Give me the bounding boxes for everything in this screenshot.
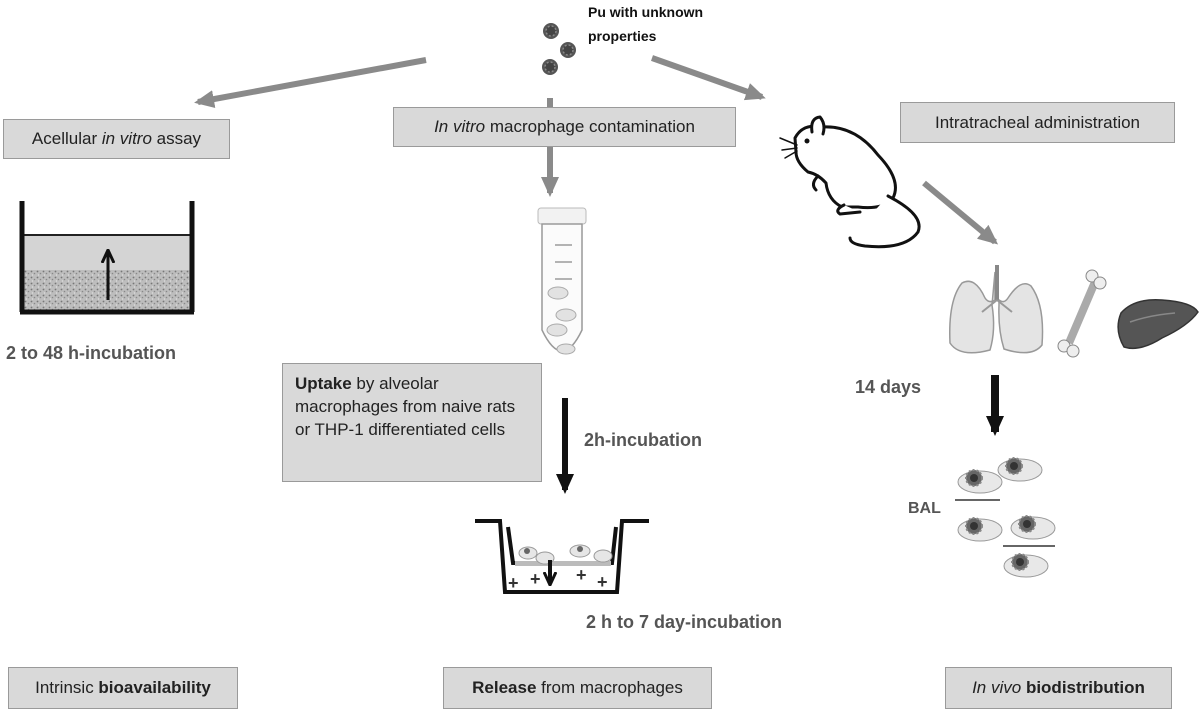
lungs-icon <box>949 265 1044 354</box>
acellular-assay-box: Acellular in vitro assay <box>3 119 230 159</box>
intrinsic-bioavailability-box: Intrinsic bioavailability <box>8 667 238 709</box>
release-box: Release from macrophages <box>443 667 712 709</box>
release-bold: Release <box>472 678 537 697</box>
pu-label: Pu with unknown properties <box>588 0 703 48</box>
svg-text:+: + <box>597 572 608 592</box>
test-tube-icon <box>537 207 587 355</box>
acellular-pre: Acellular <box>31 129 102 148</box>
pu-particles-icon <box>541 22 577 76</box>
contamination-italic: In vitro <box>434 117 486 136</box>
arrow-to-acellular <box>194 57 427 108</box>
culture-insert-icon: + + + + <box>475 519 649 594</box>
intrinsic-bold: bioavailability <box>98 678 211 697</box>
contamination-post: macrophage contamination <box>485 117 695 136</box>
biodistribution-italic: In vivo <box>972 678 1022 697</box>
pu-label-line2: properties <box>588 28 657 44</box>
rat-icon <box>779 115 921 249</box>
intratracheal-box: Intratracheal administration <box>900 102 1175 143</box>
svg-text:+: + <box>576 565 587 585</box>
incubation-7day-label: 2 h to 7 day-incubation <box>586 612 783 632</box>
bal-label: BAL <box>908 500 941 517</box>
pu-label-line1: Pu with unknown <box>588 4 704 20</box>
incubation-48h-label: 2 to 48 h-incubation <box>6 343 177 363</box>
contamination-box: In vitro macrophage contamination <box>393 107 736 147</box>
uptake-box: Uptake by alveolar macrophages from naiv… <box>282 363 542 482</box>
bone-icon <box>1057 269 1107 358</box>
acellular-post: assay <box>151 129 202 148</box>
intrinsic-pre: Intrinsic <box>35 678 99 697</box>
days-14-label: 14 days <box>855 377 922 397</box>
liver-icon <box>1117 299 1199 350</box>
biodistribution-box: In vivo biodistribution <box>945 667 1172 709</box>
acellular-container-icon <box>19 201 195 315</box>
uptake-post: by alveolar macrophages from naive rats … <box>295 374 516 439</box>
arrow-to-rat <box>650 55 766 101</box>
svg-text:+: + <box>530 569 541 589</box>
intratracheal-text: Intratracheal administration <box>934 112 1141 132</box>
bal-cells-icon <box>955 457 1056 578</box>
svg-text:+: + <box>508 573 519 593</box>
arrow-to-lungs <box>922 180 999 245</box>
release-post: from macrophages <box>536 678 683 697</box>
biodistribution-bold: biodistribution <box>1021 678 1145 697</box>
uptake-bold: Uptake <box>295 374 352 393</box>
acellular-italic: in vitro <box>101 129 152 148</box>
incubation-2h-label: 2h-incubation <box>584 430 702 450</box>
